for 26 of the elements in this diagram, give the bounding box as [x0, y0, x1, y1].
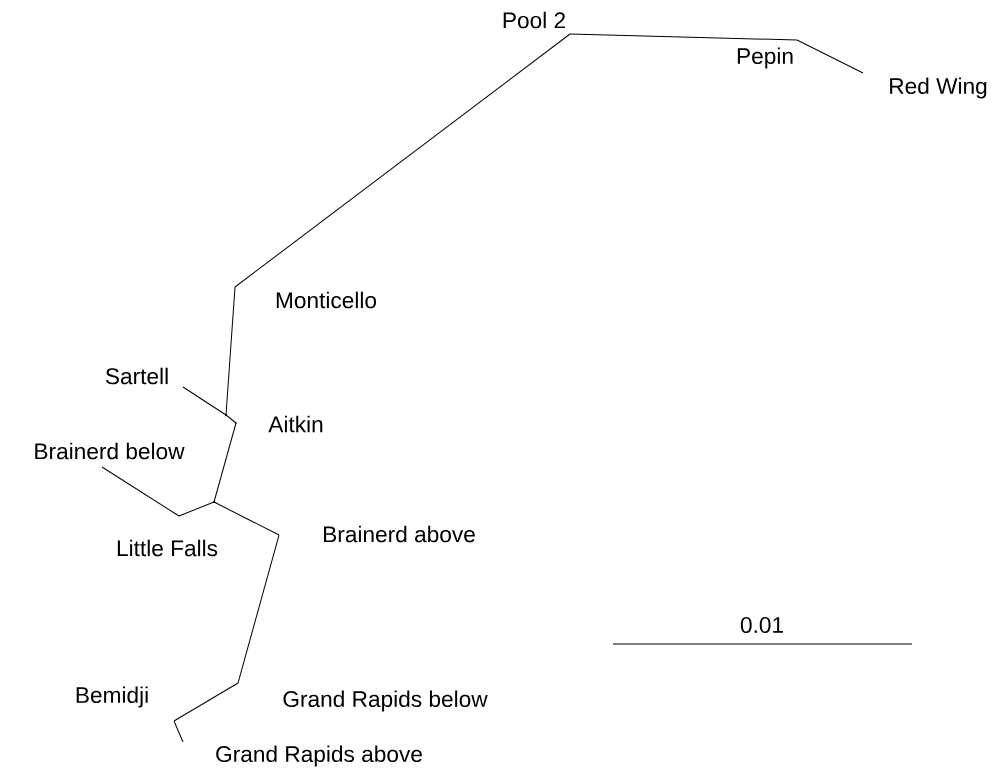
tree-branch	[182, 386, 227, 416]
tree-branch	[213, 422, 237, 503]
taxon-label: Little Falls	[117, 539, 218, 557]
tree-branch	[225, 414, 237, 424]
taxon-label: Grand Rapids below	[283, 690, 488, 712]
taxon-label: Pool 2	[503, 11, 565, 29]
scale-label: 0.01	[740, 617, 783, 634]
tree-branch	[173, 720, 184, 743]
taxon-label: Brainerd below	[35, 442, 185, 460]
tree-branch	[796, 39, 864, 74]
taxon-label: Sartell	[105, 367, 168, 385]
taxon-label: Red Wing	[890, 77, 987, 99]
taxon-label: Aitkin	[235, 415, 323, 433]
taxon-label: Bemidji	[76, 686, 148, 708]
taxon-label: Brainerd above	[324, 525, 475, 543]
taxon-label: Pepin	[737, 47, 793, 69]
tree-branch	[225, 286, 236, 416]
tree-branch	[234, 33, 571, 288]
tree-branch	[101, 466, 180, 517]
tree-branch	[173, 682, 239, 722]
taxon-label: Monticello	[276, 291, 377, 309]
taxon-label: Grand Rapids above	[216, 745, 422, 767]
tree-branch	[569, 33, 798, 41]
tree-branch	[213, 501, 280, 536]
tree-branch	[178, 501, 215, 517]
tree-branch	[237, 534, 280, 684]
